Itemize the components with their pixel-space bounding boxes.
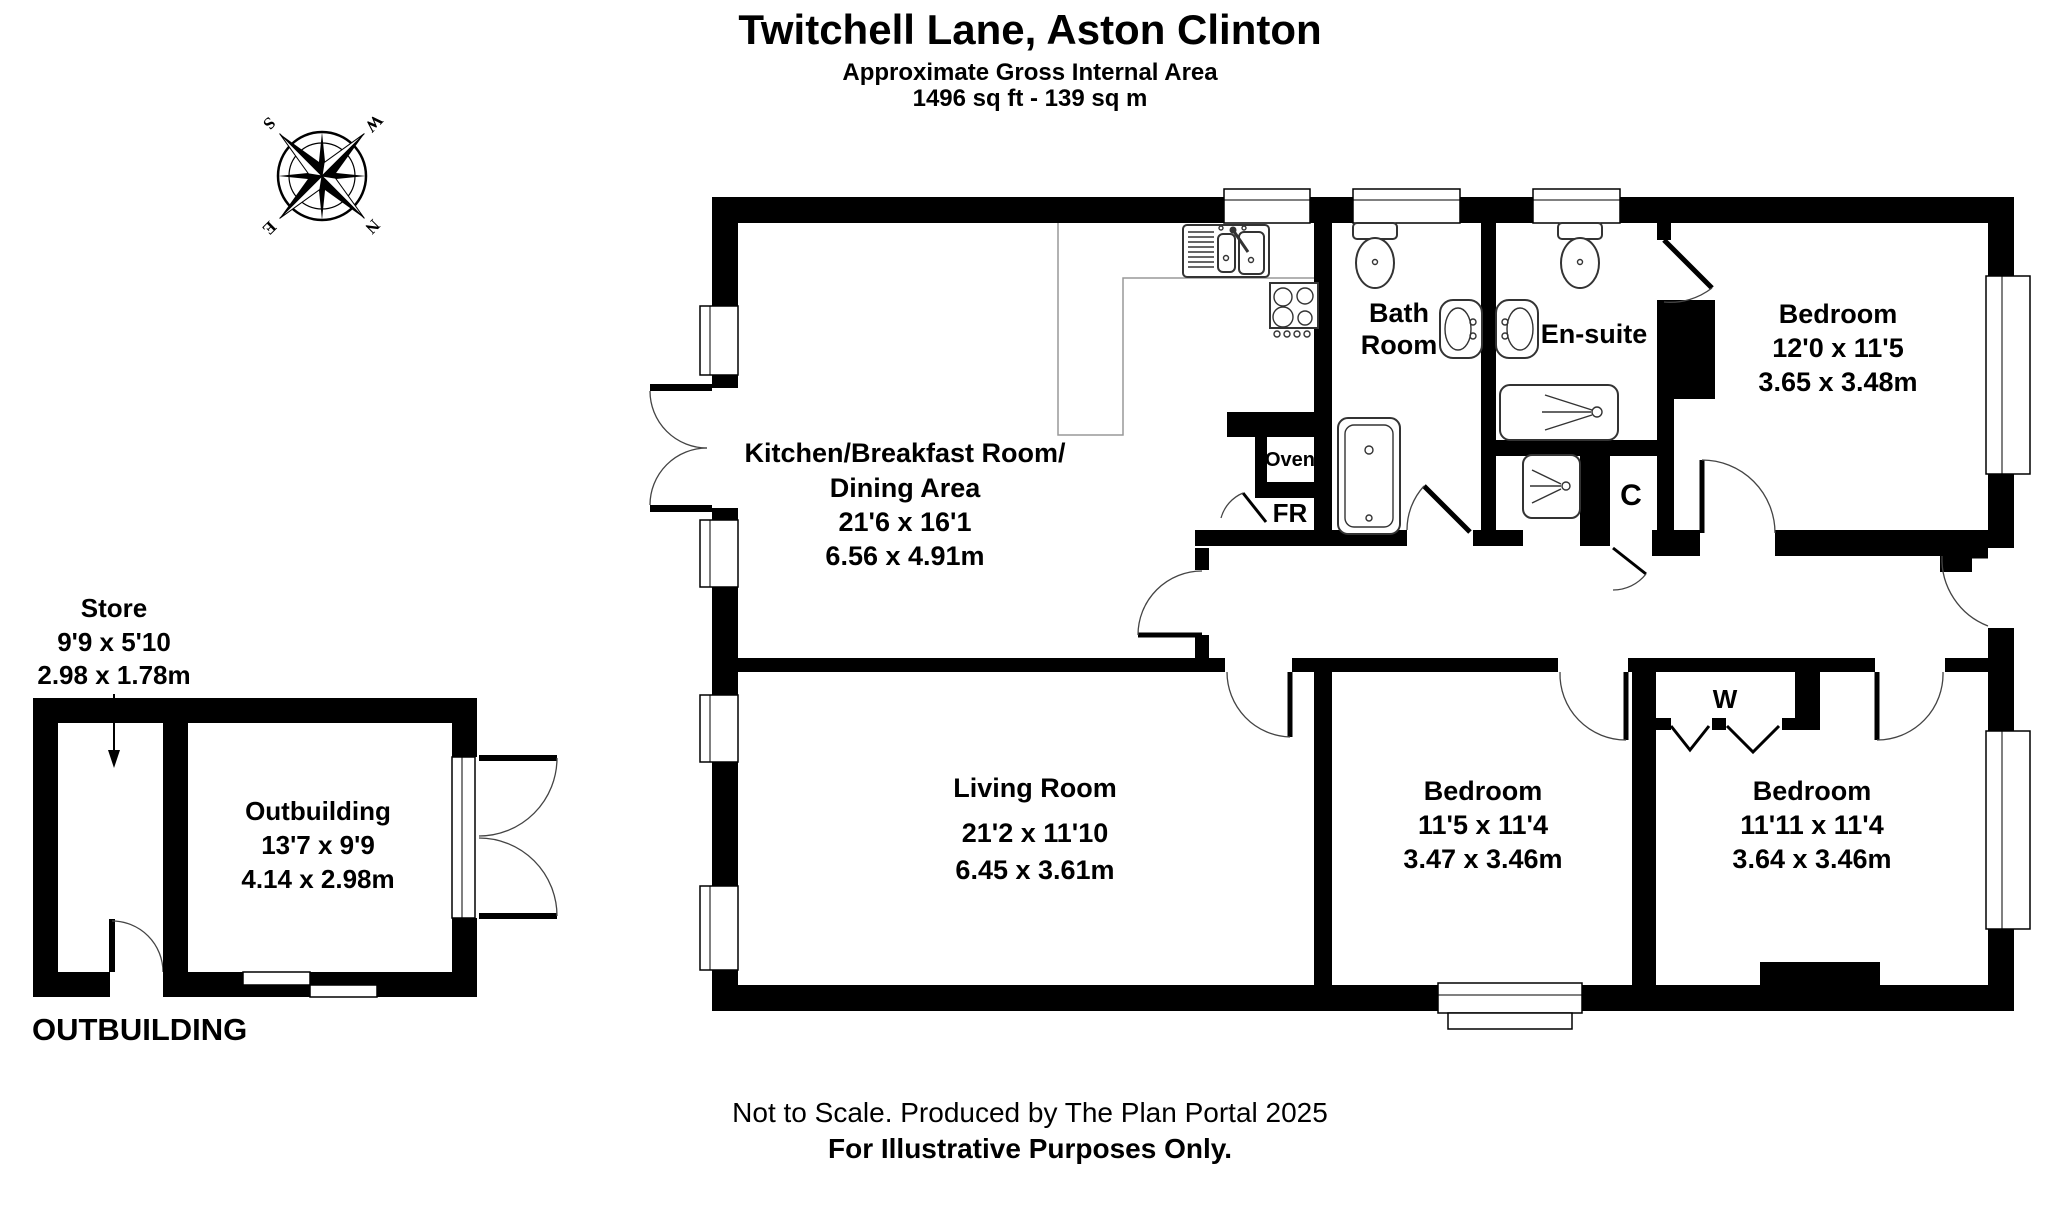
fridge-door xyxy=(1220,492,1268,523)
ensuite-door xyxy=(1662,238,1714,303)
bedroom3-door xyxy=(1874,671,1944,741)
svg-text:3.65 x 3.48m: 3.65 x 3.48m xyxy=(1758,367,1917,397)
svg-text:Bath: Bath xyxy=(1369,298,1429,328)
compass-west-label: W xyxy=(361,111,386,136)
svg-text:Bedroom: Bedroom xyxy=(1424,776,1543,806)
page-subtitle: Approximate Gross Internal Area xyxy=(842,59,1218,86)
kitchen-left-window-1 xyxy=(699,305,739,376)
svg-text:9'9 x 5'10: 9'9 x 5'10 xyxy=(57,627,171,657)
bathroom-basin xyxy=(1439,299,1483,359)
footer-illustrative: For Illustrative Purposes Only. xyxy=(828,1133,1232,1164)
footer-disclaimer: Not to Scale. Produced by The Plan Porta… xyxy=(732,1097,1328,1128)
fridge-label: FR xyxy=(1273,498,1308,528)
wardrobe-label: W xyxy=(1713,684,1738,714)
ensuite-basin xyxy=(1495,299,1539,359)
kitchen-french-doors xyxy=(649,384,712,512)
kitchen-top-window xyxy=(1223,188,1311,224)
bedroom3-right-window xyxy=(1985,730,2031,930)
svg-text:11'5 x 11'4: 11'5 x 11'4 xyxy=(1418,810,1548,840)
bath-tub xyxy=(1337,417,1401,535)
oven-label: Oven xyxy=(1265,449,1315,471)
svg-text:Living Room: Living Room xyxy=(953,773,1117,803)
room-labels: Kitchen/Breakfast Room/ Dining Area 21'6… xyxy=(37,298,1917,894)
outbuilding-room-label: Outbuilding 13'7 x 9'9 4.14 x 2.98m xyxy=(241,796,394,894)
page-area: 1496 sq ft - 139 sq m xyxy=(913,85,1148,112)
chimney-breast xyxy=(1760,962,1880,985)
bathroom-top-window xyxy=(1352,188,1461,224)
compass-north-label: N xyxy=(361,215,384,238)
bedroom2-label: Bedroom 11'5 x 11'4 3.47 x 3.46m xyxy=(1403,776,1562,874)
page-title: Twitchell Lane, Aston Clinton xyxy=(738,6,1321,53)
svg-text:2.98 x 1.78m: 2.98 x 1.78m xyxy=(37,660,190,690)
outbuilding-double-doors xyxy=(478,755,558,919)
svg-text:11'11 x 11'4: 11'11 x 11'4 xyxy=(1740,810,1884,840)
kitchen-left-window-2 xyxy=(699,519,739,588)
ensuite-top-window xyxy=(1532,188,1621,224)
footer: Not to Scale. Produced by The Plan Porta… xyxy=(732,1097,1328,1164)
ensuite-toilet xyxy=(1557,222,1603,289)
svg-text:Dining Area: Dining Area xyxy=(830,473,982,503)
bedroom2-door xyxy=(1559,671,1629,741)
wardrobe-bifold-doors xyxy=(1669,724,1781,755)
living-left-window-1 xyxy=(699,694,739,763)
kitchen-hall-door xyxy=(1137,570,1203,638)
ensuite-label: En-suite xyxy=(1541,319,1648,349)
main-building-walls xyxy=(712,197,2014,1011)
svg-text:21'6 x 16'1: 21'6 x 16'1 xyxy=(839,507,972,537)
doors xyxy=(109,238,1989,973)
svg-text:Room: Room xyxy=(1361,330,1438,360)
svg-text:6.56 x 4.91m: 6.56 x 4.91m xyxy=(825,541,984,571)
compass-south-label: S xyxy=(259,113,279,133)
svg-text:En-suite: En-suite xyxy=(1541,319,1648,349)
bathroom-door xyxy=(1406,484,1472,534)
hall-shower xyxy=(1522,454,1581,519)
living-room-door xyxy=(1226,671,1293,738)
svg-text:6.45 x 3.61m: 6.45 x 3.61m xyxy=(955,855,1114,885)
svg-text:Bedroom: Bedroom xyxy=(1753,776,1872,806)
outbuilding-walls xyxy=(33,698,477,997)
outbuilding-right-window xyxy=(451,756,476,919)
outbuilding-bottom-window-1 xyxy=(242,971,311,986)
outbuilding-bottom-window-2 xyxy=(309,984,378,998)
header: Twitchell Lane, Aston Clinton Approximat… xyxy=(738,6,1321,112)
kitchen-sink xyxy=(1182,224,1270,278)
front-door xyxy=(1941,553,1989,627)
svg-text:Kitchen/Breakfast Room/: Kitchen/Breakfast Room/ xyxy=(744,438,1066,468)
living-room-label: Living Room 21'2 x 11'10 6.45 x 3.61m xyxy=(953,773,1117,885)
outbuilding-section-label: OUTBUILDING xyxy=(32,1012,247,1047)
svg-text:Outbuilding: Outbuilding xyxy=(245,796,391,826)
living-left-window-2 xyxy=(699,885,739,971)
svg-text:4.14 x 2.98m: 4.14 x 2.98m xyxy=(241,864,394,894)
store-arrow xyxy=(108,694,120,768)
bedroom3-label: Bedroom 11'11 x 11'4 3.64 x 3.46m xyxy=(1732,776,1891,874)
svg-text:3.64 x 3.46m: 3.64 x 3.46m xyxy=(1732,844,1891,874)
kitchen-hob xyxy=(1269,282,1319,338)
bathroom-toilet xyxy=(1352,222,1398,289)
cupboard-label: C xyxy=(1620,479,1642,512)
svg-text:3.47 x 3.46m: 3.47 x 3.46m xyxy=(1403,844,1562,874)
svg-text:21'2 x 11'10: 21'2 x 11'10 xyxy=(962,818,1108,848)
bedroom2-bottom-window xyxy=(1437,982,1583,1030)
compass-east-label: E xyxy=(259,217,280,238)
store-label: Store 9'9 x 5'10 2.98 x 1.78m xyxy=(37,593,190,690)
ensuite-shower xyxy=(1499,384,1619,441)
svg-text:13'7 x 9'9: 13'7 x 9'9 xyxy=(261,830,375,860)
compass-rose-icon: N E S W xyxy=(259,111,387,239)
kitchen-counter xyxy=(1057,223,1314,436)
windows xyxy=(242,188,2031,1030)
svg-text:Store: Store xyxy=(81,593,147,623)
kitchen-label: Kitchen/Breakfast Room/ Dining Area 21'6… xyxy=(744,438,1066,571)
svg-text:12'0 x 11'5: 12'0 x 11'5 xyxy=(1772,333,1903,363)
bathroom-label: Bath Room xyxy=(1361,298,1438,360)
cupboard-bifold-door xyxy=(1612,546,1647,591)
store-door xyxy=(109,919,164,973)
svg-text:Bedroom: Bedroom xyxy=(1779,299,1898,329)
bedroom1-right-window xyxy=(1985,275,2031,475)
bedroom1-door xyxy=(1699,459,1776,534)
bedroom1-label: Bedroom 12'0 x 11'5 3.65 x 3.48m xyxy=(1758,299,1917,397)
